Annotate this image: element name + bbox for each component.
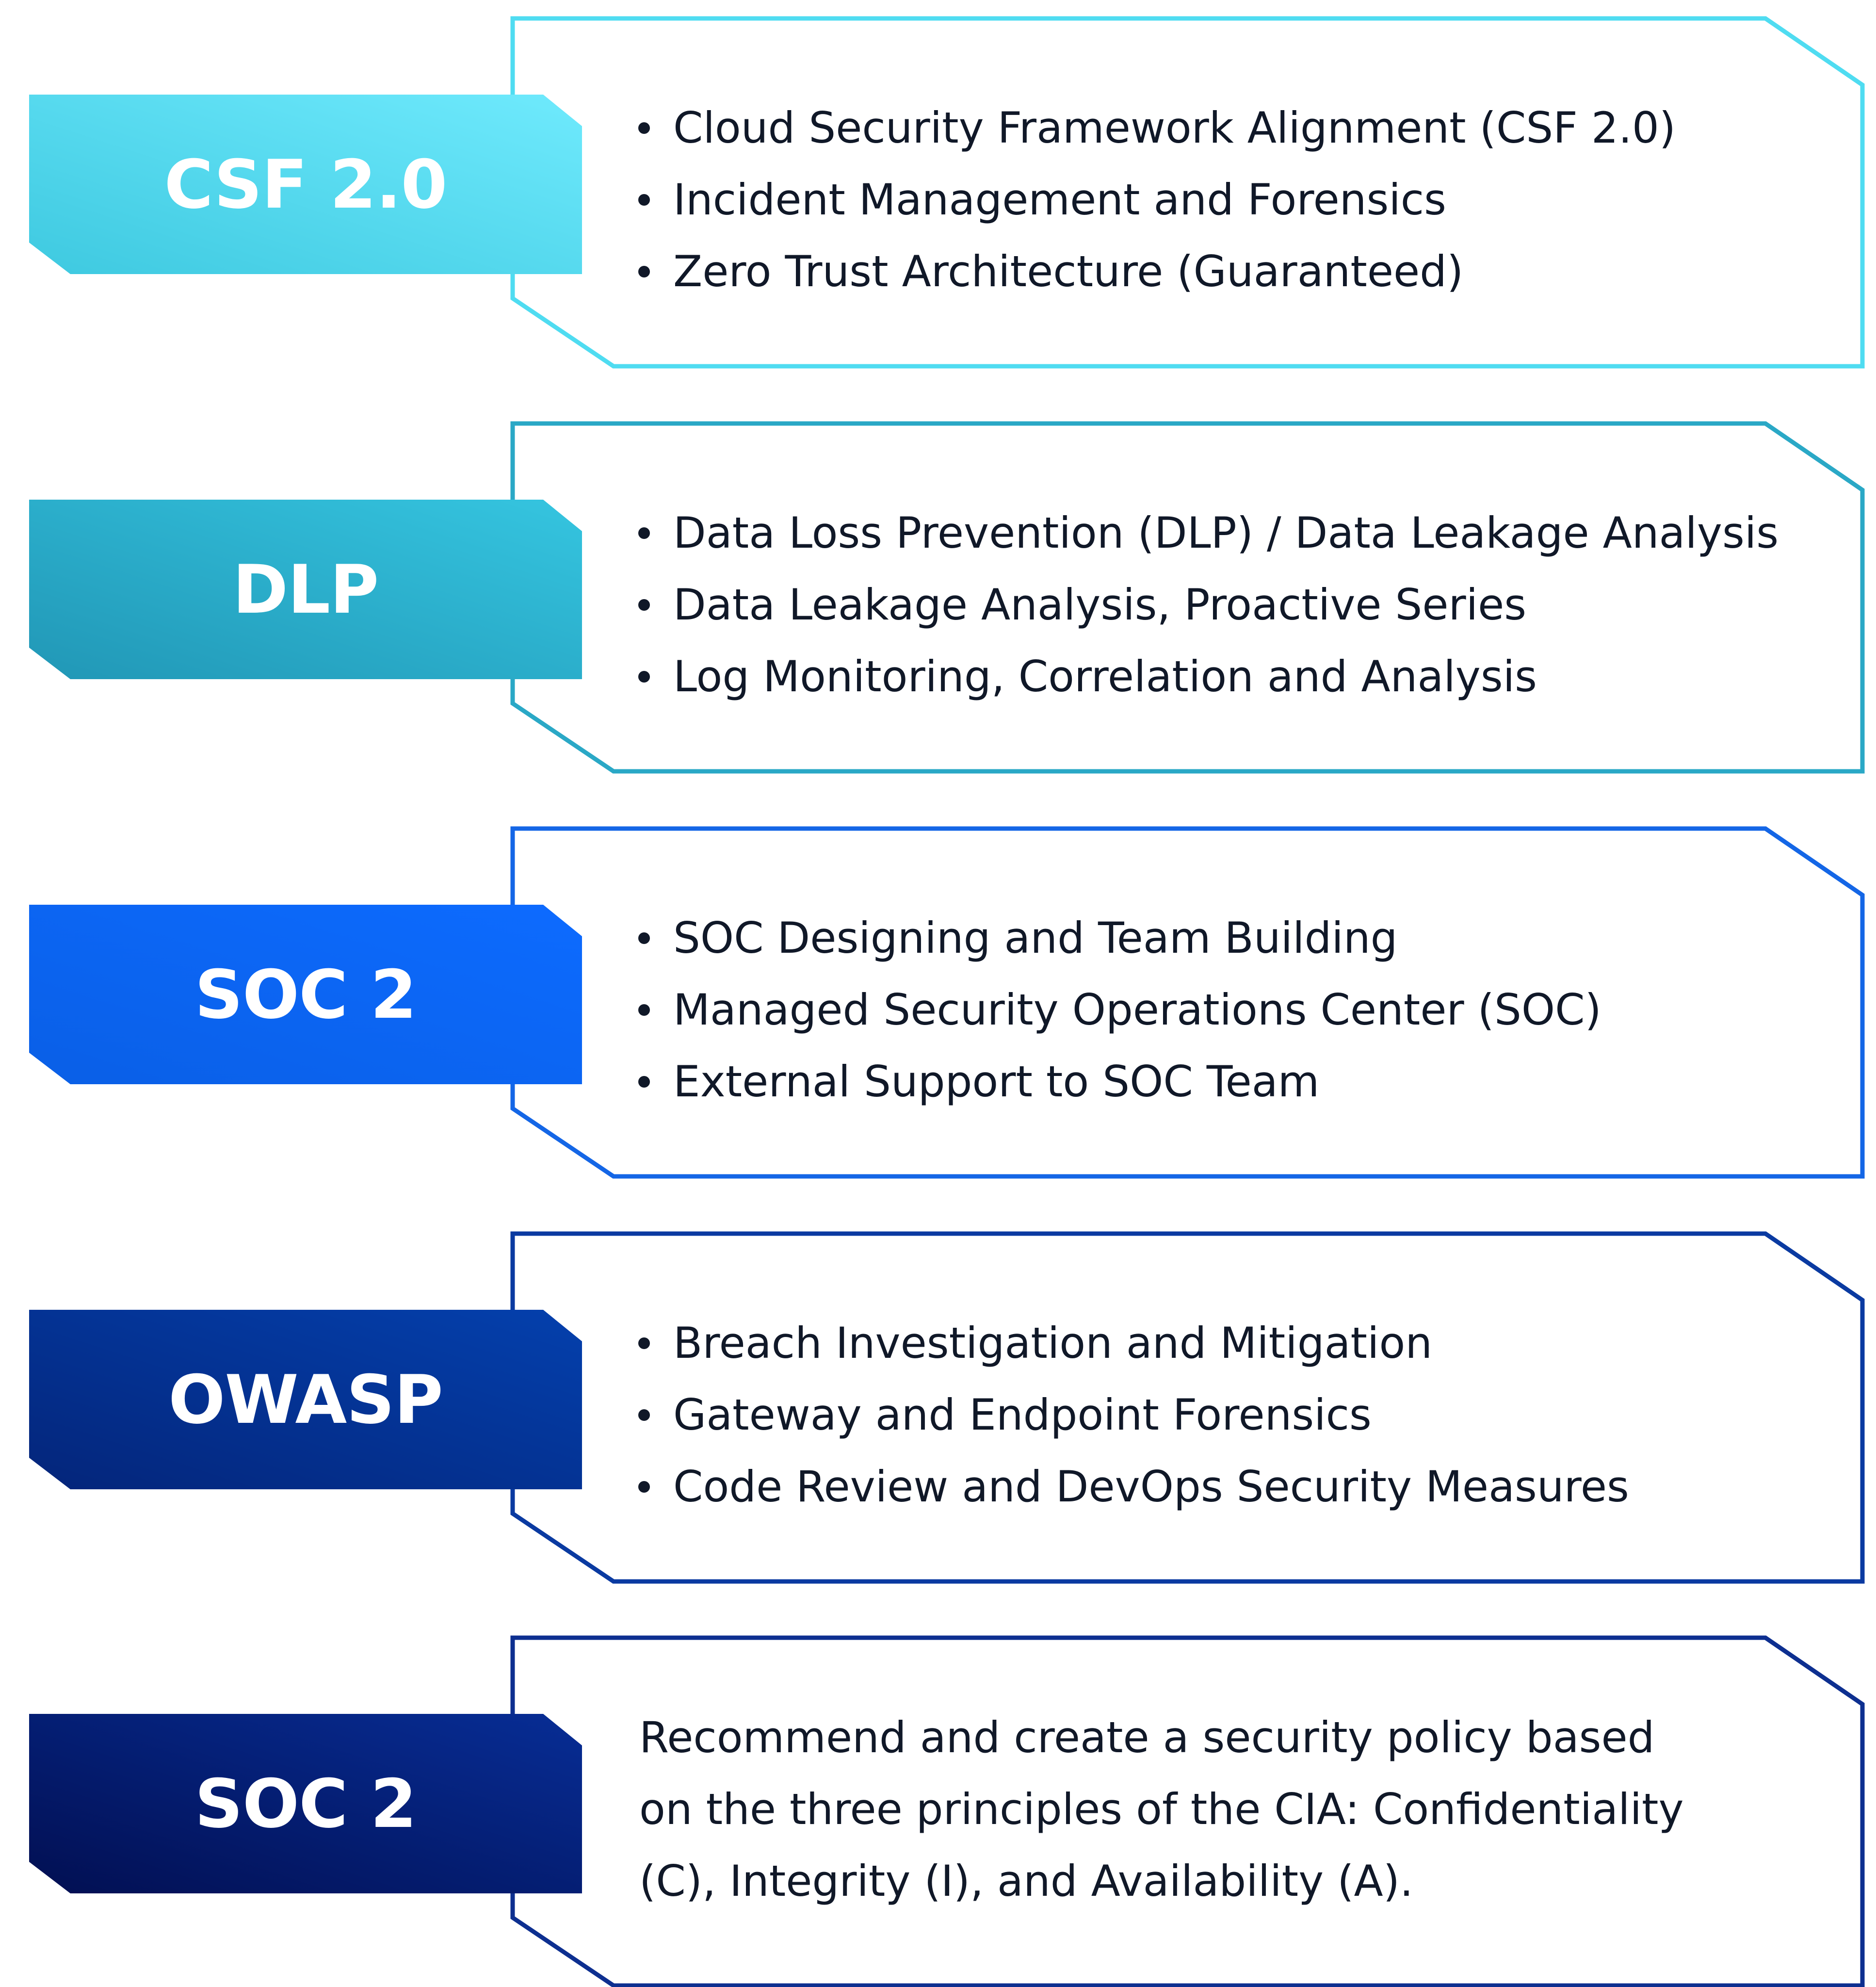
service-list: Cloud Security Framework Alignment (CSF …	[635, 92, 1799, 308]
row-frame	[29, 1635, 1865, 1987]
content-box-outline	[510, 1231, 1865, 1584]
tag-shape	[29, 1714, 582, 1893]
service-item: SOC Designing and Team Building	[635, 902, 1799, 974]
service-row-csf: CSF 2.0 Cloud Security Framework Alignme…	[0, 10, 1876, 369]
tag-label: DLP	[232, 550, 379, 629]
service-row-dlp: DLP Data Loss Prevention (DLP) / Data Le…	[0, 415, 1876, 774]
service-item: Incident Management and Forensics	[635, 164, 1799, 236]
policy-description: Recommend and create a security policy b…	[639, 1702, 1794, 1917]
service-row-soc: SOC 2 SOC Designing and Team Building Ma…	[0, 820, 1876, 1179]
service-item: Managed Security Operations Center (SOC)	[635, 974, 1799, 1046]
service-list: Data Loss Prevention (DLP) / Data Leakag…	[635, 497, 1799, 713]
service-list: Breach Investigation and Mitigation Gate…	[635, 1307, 1799, 1523]
policy-line: (C), Integrity (I), and Availability (A)…	[639, 1856, 1414, 1906]
policy-line: Recommend and create a security policy b…	[639, 1712, 1655, 1762]
row-frame	[29, 16, 1865, 369]
row-frame	[29, 421, 1865, 774]
service-item: Gateway and Endpoint Forensics	[635, 1379, 1799, 1451]
tag-label: SOC 2	[194, 1764, 417, 1843]
row-frame	[29, 826, 1865, 1179]
content-box-outline	[510, 826, 1865, 1179]
tag-label: SOC 2	[194, 955, 417, 1034]
service-list: SOC Designing and Team Building Managed …	[635, 902, 1799, 1118]
tag-shape	[29, 95, 582, 274]
tag-shape	[29, 1310, 582, 1489]
service-item: Data Leakage Analysis, Proactive Series	[635, 569, 1799, 641]
service-item: Cloud Security Framework Alignment (CSF …	[635, 92, 1799, 164]
service-item: Code Review and DevOps Security Measures	[635, 1451, 1799, 1523]
tag-label: OWASP	[168, 1360, 443, 1439]
service-item: Zero Trust Architecture (Guaranteed)	[635, 236, 1799, 308]
tag-shape	[29, 500, 582, 679]
service-item: External Support to SOC Team	[635, 1046, 1799, 1118]
content-box-outline	[510, 421, 1865, 774]
row-frame	[29, 1231, 1865, 1584]
service-item: Breach Investigation and Mitigation	[635, 1307, 1799, 1379]
service-row-owasp: OWASP Breach Investigation and Mitigatio…	[0, 1225, 1876, 1584]
service-row-soc-policy: SOC 2 Recommend and create a security po…	[0, 1629, 1876, 1987]
content-box-outline	[510, 1635, 1865, 1987]
tag-label: CSF 2.0	[164, 145, 447, 224]
service-item: Data Loss Prevention (DLP) / Data Leakag…	[635, 497, 1799, 569]
content-box-outline	[510, 16, 1865, 369]
service-item: Log Monitoring, Correlation and Analysis	[635, 641, 1799, 713]
policy-line: on the three principles of the CIA: Conf…	[639, 1784, 1684, 1834]
tag-shape	[29, 905, 582, 1084]
